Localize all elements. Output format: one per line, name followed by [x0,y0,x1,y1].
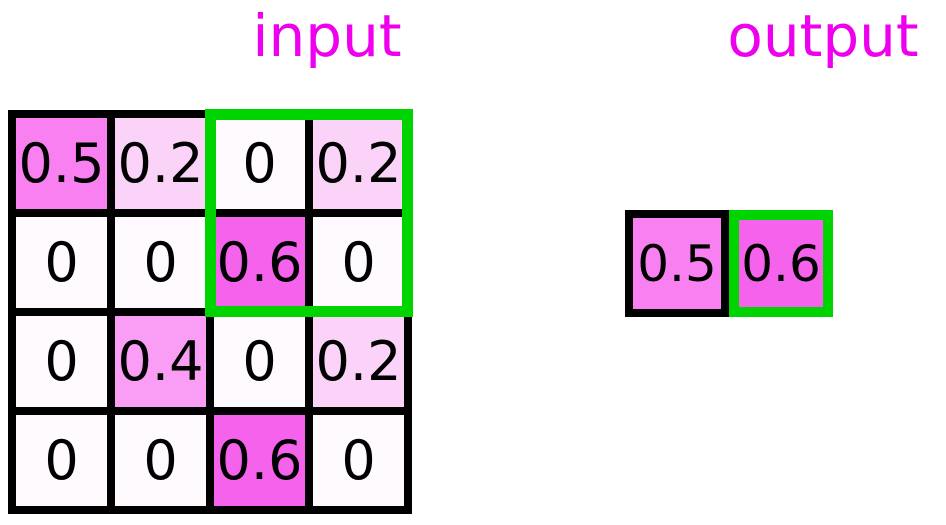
input-cell-r1c1: 0 [115,217,206,308]
input-cell-r3c1: 0 [115,415,206,506]
input-cell-r0c0: 0.5 [16,118,107,209]
input-cell-r1c0: 0 [16,217,107,308]
input-title: input [252,2,402,70]
input-cell-r2c3: 0.2 [313,316,404,407]
output-grid: 0.5 0.6 [625,210,833,317]
input-cell-r2c2: 0 [214,316,305,407]
input-cell-r1c2: 0.6 [214,217,305,308]
input-cell-r2c1: 0.4 [115,316,206,407]
input-cell-r2c0: 0 [16,316,107,407]
output-cell-0: 0.5 [625,210,729,317]
input-cell-r3c3: 0 [313,415,404,506]
input-cell-r3c2: 0.6 [214,415,305,506]
output-title: output [727,2,919,70]
output-cell-1-highlighted: 0.6 [729,210,833,317]
input-cell-r0c2: 0 [214,118,305,209]
input-cell-r0c3: 0.2 [313,118,404,209]
input-cell-r0c1: 0.2 [115,118,206,209]
input-grid: 0.5 0.2 0 0.2 0 0 0.6 0 0 0.4 0 0.2 0 0 … [8,110,412,514]
input-cell-r1c3: 0 [313,217,404,308]
input-cell-r3c0: 0 [16,415,107,506]
